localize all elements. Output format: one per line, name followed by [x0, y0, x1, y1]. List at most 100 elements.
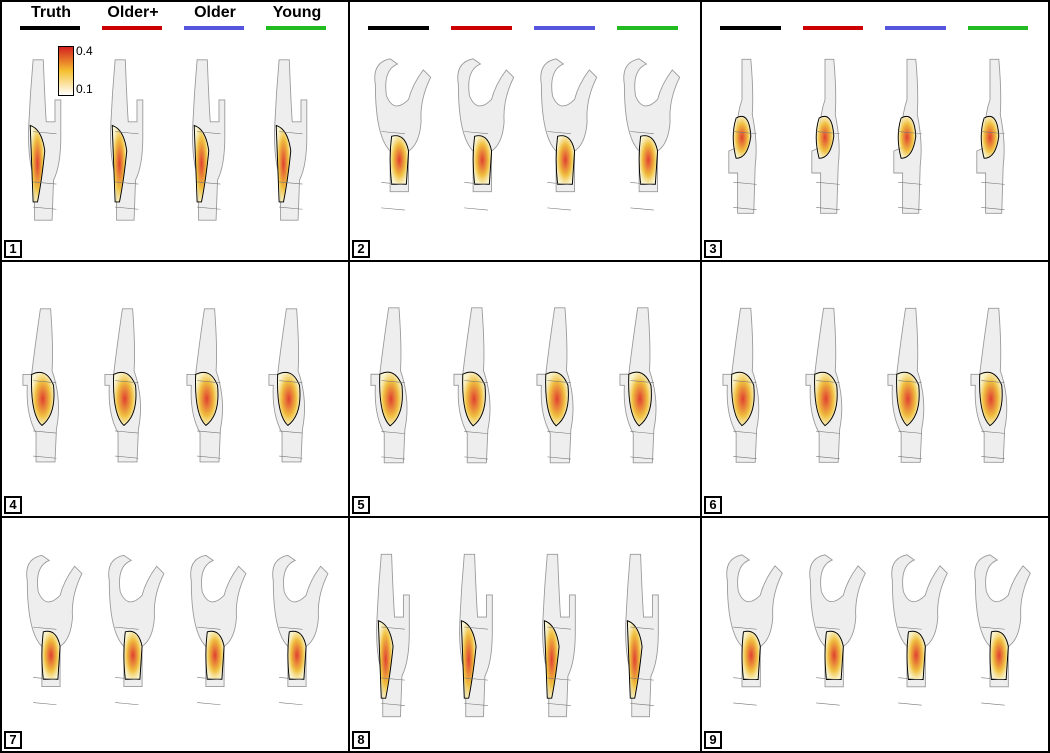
- cross-section-ring: [115, 181, 139, 185]
- cross-section-ring: [464, 677, 489, 681]
- shear-stress-region: [379, 371, 404, 427]
- vessel-render: [104, 308, 142, 463]
- shear-stress-region: [627, 620, 643, 699]
- cross-section-ring: [898, 702, 922, 706]
- cross-section-ring: [630, 626, 655, 630]
- cross-section-ring: [115, 430, 139, 434]
- cross-section-ring: [33, 455, 57, 459]
- shear-stress-region: [555, 135, 576, 185]
- cross-section-ring: [815, 456, 840, 459]
- legend-label: Young: [272, 4, 322, 21]
- cross-section-ring: [197, 702, 221, 706]
- vessel-render: [542, 553, 577, 718]
- legend-label: Truth: [31, 4, 71, 21]
- cross-section-ring: [381, 380, 406, 384]
- cross-section-ring: [464, 380, 489, 384]
- cross-section-ring: [630, 431, 655, 434]
- shear-stress-region: [31, 371, 55, 427]
- cross-section-ring: [630, 131, 655, 135]
- vessel-render: [619, 307, 657, 464]
- cross-section-ring: [464, 431, 489, 434]
- shear-stress-region: [378, 620, 394, 699]
- cross-section-ring: [980, 456, 1005, 459]
- vessel-render: [722, 307, 760, 463]
- panel-5: 5: [348, 260, 702, 518]
- cross-section-ring: [547, 207, 572, 211]
- cross-section-ring: [115, 206, 139, 210]
- cross-section-ring: [980, 626, 1005, 630]
- vessel-wall: [540, 58, 598, 193]
- cross-section-ring: [815, 430, 840, 434]
- vessel-render: [186, 308, 224, 463]
- vessel-render: [22, 308, 60, 463]
- shear-stress-region: [741, 630, 762, 680]
- cross-section-ring: [815, 677, 840, 681]
- vessel-render: [974, 554, 1031, 706]
- cross-section-ring: [381, 626, 406, 630]
- cross-section-ring: [547, 182, 572, 185]
- cross-section-ring: [898, 207, 922, 210]
- panel-number: 7: [4, 731, 22, 749]
- cross-section-ring: [898, 430, 922, 434]
- cross-section-ring: [279, 131, 303, 135]
- cross-section-ring: [630, 182, 655, 185]
- shear-stress-region: [978, 371, 1003, 427]
- cross-section-ring: [33, 430, 57, 434]
- cross-section-ring: [464, 207, 489, 211]
- panel-6: 6: [700, 260, 1050, 518]
- shear-stress-region: [896, 371, 920, 427]
- colorbar-max-label: 0.4: [76, 44, 93, 58]
- vessel-render: [811, 58, 840, 214]
- panel-7: 7: [0, 516, 350, 753]
- shear-stress-region: [638, 135, 659, 185]
- cross-section-ring: [733, 430, 757, 434]
- shear-stress-region: [545, 371, 570, 427]
- shear-stress-region: [824, 630, 844, 680]
- legend-swatch-older: [885, 26, 946, 30]
- cross-section-ring: [33, 626, 57, 630]
- vessel-render: [370, 307, 408, 464]
- cross-section-ring: [980, 207, 1005, 210]
- cross-section-ring: [381, 703, 406, 706]
- cross-section-ring: [898, 181, 922, 185]
- cross-section-ring: [33, 677, 57, 680]
- shear-stress-region: [113, 371, 137, 427]
- cross-section-ring: [733, 131, 757, 135]
- cross-section-ring: [547, 703, 572, 706]
- vessel-render: [268, 308, 306, 463]
- shear-stress-region: [989, 630, 1009, 680]
- colorbar: [58, 46, 74, 96]
- cross-section-ring: [815, 207, 840, 210]
- vessel-render: [887, 307, 925, 463]
- vessel-render: [540, 58, 598, 211]
- cross-section-ring: [197, 206, 221, 210]
- cross-section-ring: [115, 702, 139, 706]
- vessel-render: [976, 58, 1005, 214]
- cross-section-ring: [630, 380, 655, 384]
- panel-8: 8: [348, 516, 702, 753]
- vessel-wall: [726, 554, 784, 688]
- panel-number: 8: [352, 731, 370, 749]
- legend-swatch-truth: [720, 26, 781, 30]
- cross-section-ring: [381, 456, 406, 460]
- vessel-render: [26, 554, 83, 706]
- cross-section-ring: [33, 702, 57, 706]
- cross-section-ring: [197, 181, 221, 185]
- cross-section-ring: [279, 430, 303, 434]
- cross-section-ring: [980, 430, 1005, 434]
- shear-stress-region: [628, 371, 653, 427]
- vessel-render: [623, 58, 681, 211]
- cross-section-ring: [733, 626, 757, 630]
- cross-section-ring: [630, 207, 655, 211]
- vessel-render: [726, 554, 784, 706]
- vessel-render: [457, 58, 515, 211]
- cross-section-ring: [33, 181, 57, 185]
- cross-section-ring: [33, 380, 57, 384]
- vessel-wall: [974, 554, 1031, 688]
- panel-2: 2: [348, 0, 702, 262]
- shear-stress-region: [732, 115, 752, 159]
- cross-section-ring: [547, 626, 572, 630]
- cross-section-ring: [898, 456, 922, 459]
